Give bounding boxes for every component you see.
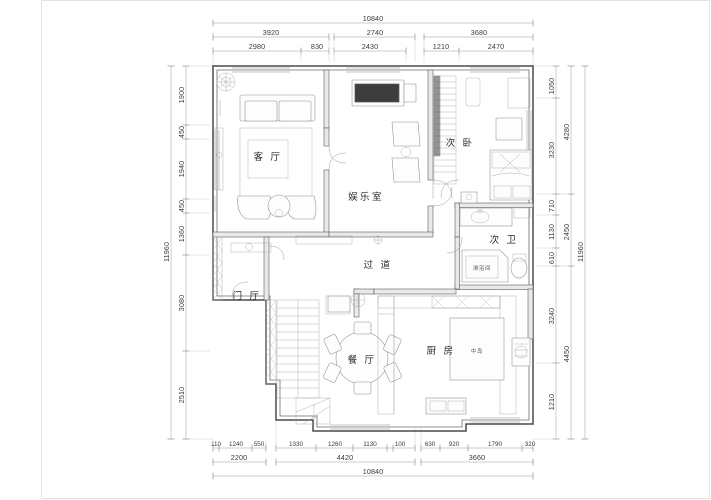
annotations: 中岛 淋浴间 [471, 264, 491, 355]
dim-top-r2-1: 2740 [367, 28, 383, 37]
room-label-entertainment: 娱乐室 [348, 191, 384, 203]
dim-bot-r3-2: 550 [254, 441, 265, 448]
top-dimension-chain: 10840 3920 2740 3680 2980 830 [212, 14, 534, 66]
dim-top-r3-1: 830 [311, 42, 323, 51]
kitchen-furniture [377, 295, 531, 415]
dim-right-in-5: 3240 [547, 308, 556, 324]
bathroom2-fixtures [446, 207, 531, 283]
dim-bot-r3-8: 920 [449, 441, 460, 448]
dim-bot-r3-1: 1240 [229, 441, 244, 448]
room-label-foyer: 门 厅 [233, 290, 262, 302]
annotation-island: 中岛 [471, 347, 483, 355]
dining-room-furniture [323, 292, 402, 395]
dim-right-out-2: 4450 [562, 346, 571, 362]
room-label-bathroom2: 次 卫 [490, 234, 519, 246]
dim-bot-r3-9: 1790 [488, 441, 503, 448]
room-labels: 客 厅 娱乐室 次 卧 次 卫 过 道 门 厅 餐 厅 厨 房 [233, 137, 519, 366]
room-label-living: 客 厅 [254, 151, 283, 163]
dim-left-3: 450 [177, 200, 186, 212]
dim-right-in-1: 3230 [547, 142, 556, 158]
dim-left-6: 2510 [177, 387, 186, 403]
dim-bot-r3-6: 100 [395, 441, 406, 448]
dim-right-overall: 11960 [576, 242, 585, 262]
dim-right-in-0: 1050 [547, 78, 556, 94]
hallway-furniture [268, 235, 383, 261]
room-label-dining: 餐 厅 [348, 354, 377, 366]
dim-bot-r2-0: 2200 [231, 453, 247, 462]
dim-top-r3-0: 2980 [249, 42, 265, 51]
dim-bot-r3-10: 320 [525, 441, 536, 448]
dim-right-in-2: 710 [547, 200, 556, 212]
dim-bot-r3-3: 1330 [289, 441, 304, 448]
bedroom2-furniture [440, 77, 533, 204]
dim-left-overall: 11960 [162, 242, 171, 262]
dim-left-0: 1900 [177, 87, 186, 103]
dim-right-in-3: 1130 [547, 224, 556, 240]
dim-bot-overall: 10840 [363, 467, 384, 476]
dim-left-4: 1360 [177, 226, 186, 242]
room-label-kitchen: 厨 房 [427, 345, 456, 357]
dim-left-5: 3080 [177, 295, 186, 311]
dim-top-r2-2: 3680 [471, 28, 487, 37]
main-staircase [276, 299, 331, 425]
interior-walls [212, 69, 534, 340]
annotation-shower-room: 淋浴间 [473, 264, 491, 272]
dim-top-r2-0: 3920 [263, 28, 279, 37]
dim-right-out-1: 2450 [562, 224, 571, 240]
dim-bot-r3-0: 110 [211, 441, 222, 448]
dim-right-in-4: 610 [547, 252, 556, 264]
dim-top-overall: 10840 [363, 14, 384, 23]
room-label-hallway: 过 道 [364, 259, 393, 271]
room-label-bedroom2: 次 卧 [446, 137, 475, 149]
stairs-upper [433, 75, 457, 185]
entertainment-room-furniture [328, 79, 453, 207]
dim-bot-r3-5: 1130 [363, 441, 377, 448]
dim-right-in-6: 1210 [547, 394, 556, 410]
dim-right-out-0: 4280 [562, 124, 571, 140]
dim-bot-r2-1: 4420 [337, 453, 353, 462]
right-dimension-chain: 1050 3230 710 1130 610 3240 1210 4280 24… [533, 65, 589, 440]
dim-left-2: 1940 [177, 161, 186, 177]
dim-top-r3-3: 1210 [433, 42, 449, 51]
dim-bot-r3-7: 630 [425, 441, 436, 448]
dim-top-r3-2: 2430 [362, 42, 378, 51]
dim-bot-r3-4: 1260 [328, 441, 343, 448]
dim-bot-r2-2: 3660 [469, 453, 485, 462]
living-room-furniture [214, 72, 317, 220]
dim-top-r3-4: 2470 [488, 42, 504, 51]
left-dimension-chain: 11960 1900 450 1940 450 1360 3080 2510 [162, 65, 213, 440]
dim-left-1: 450 [177, 126, 186, 138]
foyer-furniture [230, 242, 272, 299]
